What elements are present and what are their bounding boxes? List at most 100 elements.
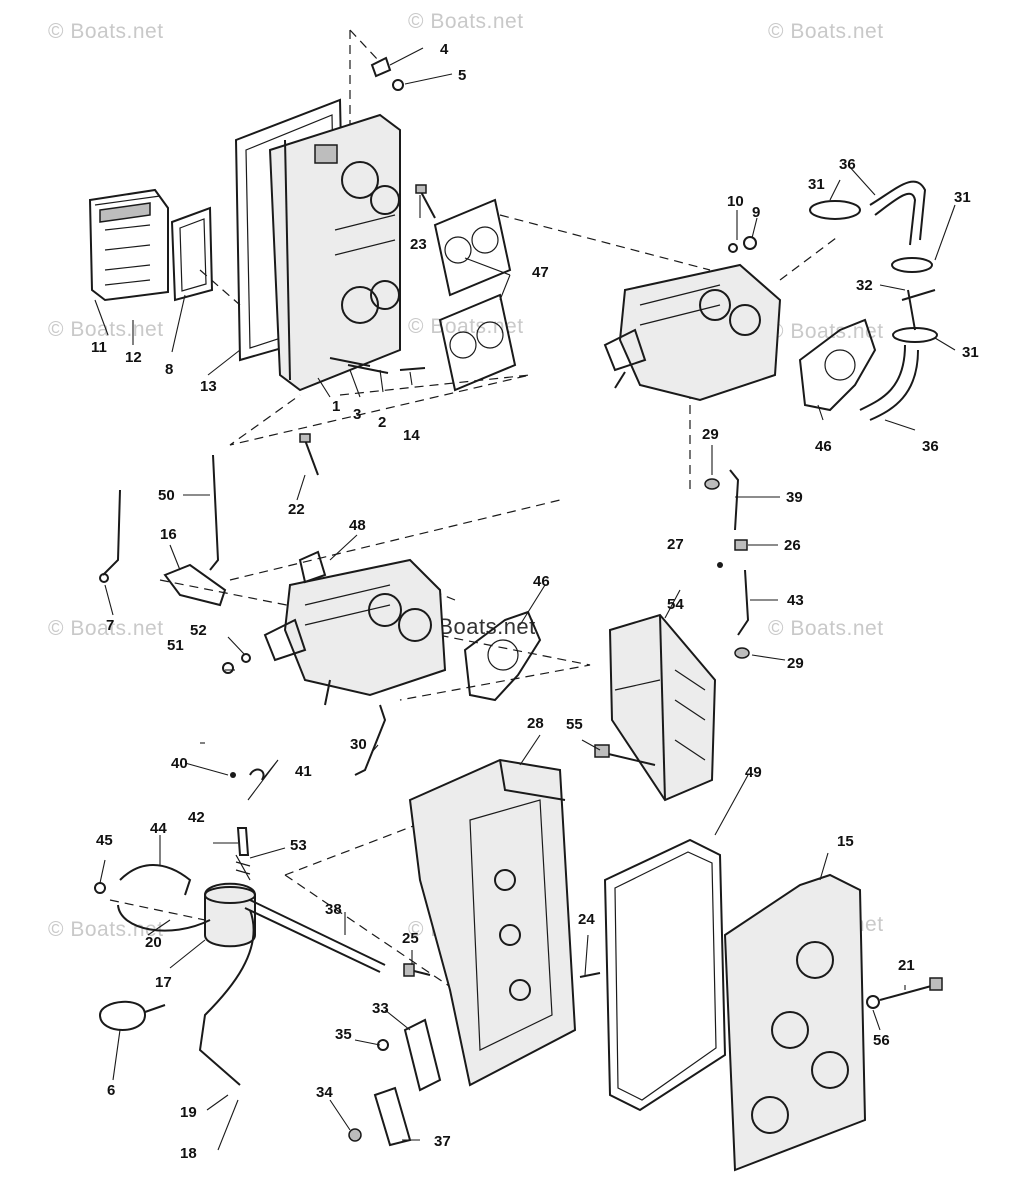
callout-32: 32 [856,277,873,294]
watermark-brand: Boats.net [790,20,884,43]
callout-29-upper: 29 [702,426,719,443]
linkage-parts-right [704,469,750,659]
silencer-fasteners [403,963,601,978]
callout-17: 17 [155,974,172,991]
fuel-hoses-and-clamps [809,180,938,421]
linkage-parts-left [99,454,227,607]
callout-21: 21 [898,957,915,974]
callout-23: 23 [410,236,427,253]
cover-bolt-and-washer [866,977,943,1009]
silencer-cover [723,873,867,1172]
watermark: © Boats.net [768,617,884,641]
watermark-copyright: © [768,20,784,43]
callout-44: 44 [150,820,167,837]
intake-manifold [268,113,401,392]
callout-36-top: 36 [839,156,856,173]
baffle-bolt [594,744,656,766]
watermark-copyright: © [408,10,424,33]
callout-25: 25 [402,930,419,947]
watermark: © Boats.net [48,20,164,44]
callout-4: 4 [440,41,449,58]
callout-50: 50 [158,487,175,504]
callout-29-lower: 29 [787,655,804,672]
callout-5: 5 [458,67,467,84]
callout-13: 13 [200,378,217,395]
callout-15: 15 [837,833,854,850]
callout-49: 49 [745,764,762,781]
silencer-baffle [608,613,717,802]
carburetor-gasket-lower [463,610,542,702]
watermark: © Boats.net [768,20,884,44]
callout-18: 18 [180,1145,197,1162]
watermark-brand: Boats.net [430,315,524,338]
screw-and-washer-lower [222,653,251,674]
callout-31-bottom: 31 [962,344,979,361]
callout-1: 1 [332,398,341,415]
callout-42: 42 [188,809,205,826]
callout-31-top: 31 [808,176,825,193]
watermark: © Boats.net [48,617,164,641]
watermark-brand: Boats.net [70,918,164,941]
callout-20: 20 [145,934,162,951]
callout-24: 24 [578,911,595,928]
clip-and-screw-top [370,56,404,91]
callout-35: 35 [335,1026,352,1043]
callout-39: 39 [786,489,803,506]
callout-54: 54 [667,596,684,613]
choke-solenoid-assembly [94,864,256,1086]
watermark-copyright: © [408,918,424,941]
watermark-brand: Boats.net [70,20,164,43]
callout-40: 40 [171,755,188,772]
watermark: © Boats.net [408,10,524,34]
watermark-copyright: © [768,617,784,640]
callout-14: 14 [403,427,420,444]
callout-22: 22 [288,501,305,518]
watermark-copyright: © [48,617,64,640]
watermark-copyright: © [408,315,424,338]
carburetor-gaskets [433,198,517,392]
callout-47: 47 [532,264,549,281]
watermark: © Boats.net [48,918,164,942]
callout-12: 12 [125,349,142,366]
reed-valve-block [88,188,169,302]
callout-26: 26 [784,537,801,554]
carburetor-gasket-upper [798,318,877,412]
callout-33: 33 [372,1000,389,1017]
callout-7: 7 [106,617,115,634]
callout-51: 51 [167,637,184,654]
nut-and-washer [728,236,757,253]
air-silencer-base [408,758,577,1087]
callout-53: 53 [290,837,307,854]
callout-16: 16 [160,526,177,543]
callout-30: 30 [350,736,367,753]
callout-41: 41 [295,763,312,780]
callout-48: 48 [349,517,366,534]
watermark-brand: Boats.net [70,617,164,640]
callout-9: 9 [752,204,761,221]
watermark-copyright: © [48,918,64,941]
callout-leader-lines [94,47,956,1151]
callout-45: 45 [96,832,113,849]
watermark-brand: Boats.net [430,10,524,33]
manifold-bolts [299,184,436,476]
callout-36-bottom: 36 [922,438,939,455]
watermark: © Boats.net [48,318,164,342]
lower-carburetor [263,550,447,706]
callout-11: 11 [91,339,107,356]
callout-55: 55 [566,716,583,733]
upper-carburetor [603,263,782,402]
watermark-copyright: © [48,20,64,43]
watermark-brand: Boats.net [70,318,164,341]
callout-19: 19 [180,1104,197,1121]
callout-27: 27 [667,536,684,553]
link-rod [354,704,387,776]
callout-6: 6 [107,1082,116,1099]
callout-31-right: 31 [954,189,971,206]
silencer-bracket [348,1018,442,1147]
callout-34: 34 [316,1084,333,1101]
callout-28: 28 [527,715,544,732]
reed-gasket [170,206,214,302]
watermark-copyright: © [48,318,64,341]
